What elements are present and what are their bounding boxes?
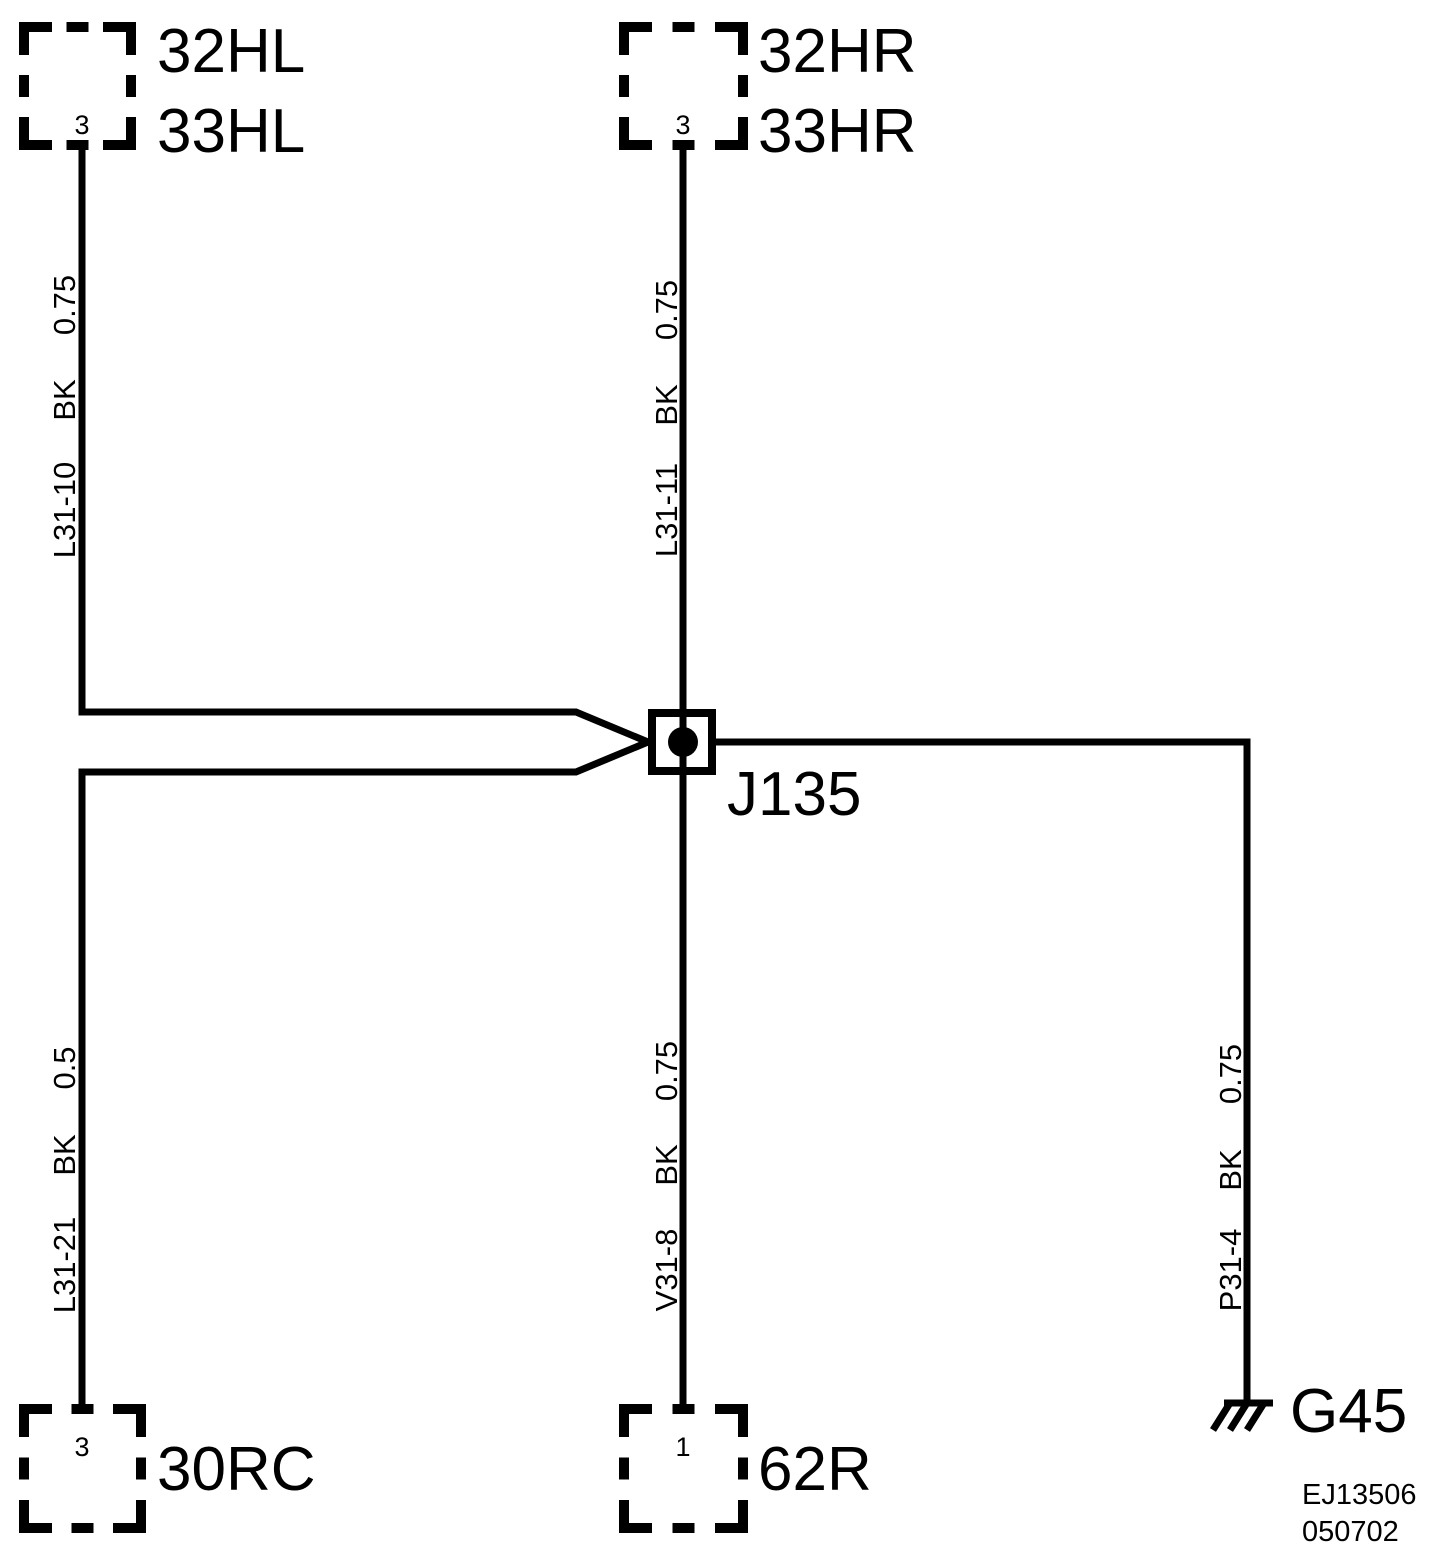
- connector-30rc: 3 30RC: [19, 1404, 316, 1533]
- wire-gauge: 0.75: [649, 280, 684, 340]
- wire-gauge: 0.75: [1213, 1044, 1248, 1104]
- wire-l31-10: [78, 145, 650, 746]
- wire-label-l31-10: 0.75 BK L31-10: [47, 275, 82, 558]
- outline-corner: [619, 22, 652, 55]
- wire-label-l31-21: 0.5 BK L31-21: [47, 1046, 82, 1313]
- reference-code: EJ13506: [1302, 1479, 1417, 1511]
- reference-date: 050702: [1302, 1516, 1399, 1548]
- wire-label-v31-8: 0.75 BK V31-8: [649, 1041, 684, 1312]
- outline-corner: [19, 1404, 52, 1437]
- wire-label-p31-4: 0.75 BK P31-4: [1213, 1044, 1248, 1312]
- outline-corner: [19, 22, 52, 55]
- splice-label: J135: [727, 760, 861, 829]
- wire-color: BK: [47, 379, 82, 421]
- wire-label-l31-11: 0.75 BK L31-11: [649, 280, 684, 557]
- wire-circuit: V31-8: [649, 1229, 684, 1312]
- connector-outline: [619, 1404, 748, 1533]
- connector-pin-number: 3: [74, 110, 89, 140]
- connector-label-33hr: 33HR: [758, 97, 917, 166]
- wire-color: BK: [649, 384, 684, 426]
- wire-l31-21: [78, 738, 650, 1409]
- connector-label-30rc: 30RC: [157, 1435, 316, 1504]
- wire-color: BK: [649, 1144, 684, 1186]
- ground-tick: [1227, 1401, 1250, 1432]
- ground-tick: [1210, 1401, 1233, 1432]
- connector-pin-number: 3: [74, 1432, 89, 1462]
- wire-gauge: 0.75: [47, 275, 82, 335]
- outline-corner: [619, 117, 652, 150]
- ground-tick: [1244, 1401, 1267, 1432]
- ground-g45: G45: [1210, 1377, 1407, 1446]
- diagram-reference: EJ13506 050702: [1302, 1479, 1417, 1548]
- outline-corner: [715, 117, 748, 150]
- wire-gauge: 0.75: [649, 1041, 684, 1101]
- splice-j135: J135: [648, 709, 861, 829]
- connector-outline: [19, 1404, 146, 1533]
- wire-circuit: L31-10: [47, 462, 82, 559]
- connector-outline: [619, 22, 748, 150]
- wire-p31-4: [713, 738, 1251, 1403]
- connector-pin-number: 3: [675, 110, 690, 140]
- connector-pin-number: 1: [675, 1432, 690, 1462]
- connector-32hr-33hr: 3 32HR 33HR: [619, 17, 917, 166]
- outline-corner: [103, 22, 136, 55]
- ground-icon: [1210, 1399, 1273, 1432]
- outline-corner: [19, 1500, 52, 1533]
- wires: [78, 145, 1251, 1409]
- connector-32hl-33hl: 3 32HL 33HL: [19, 17, 305, 166]
- connector-label-32hl: 32HL: [157, 17, 305, 86]
- connector-label-33hl: 33HL: [157, 97, 305, 166]
- splice-dot: [668, 727, 698, 757]
- outline-corner: [619, 1404, 652, 1437]
- connector-62r: 1 62R: [619, 1404, 872, 1533]
- outline-corner: [103, 117, 136, 150]
- outline-corner: [113, 1404, 146, 1437]
- outline-corner: [715, 1500, 748, 1533]
- wire-color: BK: [47, 1134, 82, 1176]
- wire-gauge: 0.5: [47, 1046, 82, 1089]
- wire-circuit: P31-4: [1213, 1229, 1248, 1312]
- wire-circuit: L31-11: [649, 463, 684, 557]
- splice-box: [648, 709, 716, 775]
- outline-corner: [715, 1404, 748, 1437]
- connector-label-32hr: 32HR: [758, 17, 917, 86]
- connector-label-62r: 62R: [758, 1435, 872, 1504]
- outline-corner: [619, 1500, 652, 1533]
- outline-corner: [113, 1500, 146, 1533]
- wire-color: BK: [1213, 1149, 1248, 1191]
- connector-outline: [19, 22, 136, 150]
- wire-circuit: L31-21: [47, 1217, 82, 1314]
- outline-corner: [19, 117, 52, 150]
- outline-corner: [715, 22, 748, 55]
- ground-label: G45: [1290, 1377, 1407, 1446]
